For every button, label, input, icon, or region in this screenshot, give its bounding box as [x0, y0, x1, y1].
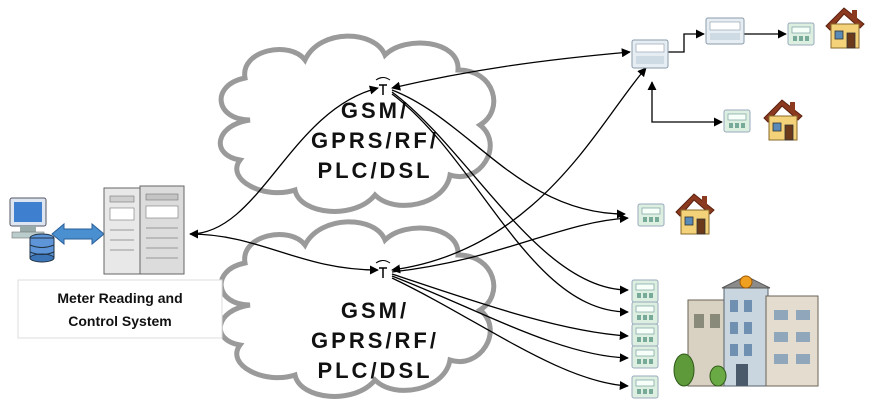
server-icon — [103, 185, 185, 275]
cloud-upper-label-line1: GSM/ — [341, 98, 409, 123]
cloud-lower: GSM/ GPRS/RF/ PLC/DSL — [217, 219, 497, 399]
link-arrow — [51, 222, 105, 246]
concentrator-icon — [705, 17, 745, 45]
computer-icon — [9, 197, 47, 239]
house-icon — [763, 99, 803, 141]
cloud-upper: GSM/ GPRS/RF/ PLC/DSL — [217, 33, 497, 214]
meter-icon — [631, 323, 659, 347]
system-label-line1: Meter Reading and — [57, 290, 182, 306]
system-label-line2: Control System — [68, 313, 171, 329]
cloud-lower-label-line1: GSM/ — [341, 298, 409, 323]
cloud-upper-label-line2: GPRS/RF/ — [311, 128, 439, 153]
connection-lines — [189, 29, 787, 391]
system-label-box: Meter Reading and Control System — [17, 279, 223, 339]
house-icon — [825, 7, 865, 49]
cloud-lower-label-line2: GPRS/RF/ — [311, 328, 439, 353]
building-icon — [673, 275, 819, 387]
meter-icon — [631, 345, 659, 369]
house-icon — [675, 193, 715, 235]
meter-icon — [631, 301, 659, 325]
concentrator-icon — [631, 39, 669, 69]
meter-icon — [631, 279, 659, 303]
meter-icon — [723, 109, 751, 133]
cloud-lower-label-line3: PLC/DSL — [317, 358, 432, 383]
meter-icon — [787, 22, 815, 46]
cloud-upper-label-line3: PLC/DSL — [317, 158, 432, 183]
meter-icon — [637, 203, 665, 227]
database-icon — [29, 233, 55, 263]
meter-icon — [631, 375, 659, 399]
